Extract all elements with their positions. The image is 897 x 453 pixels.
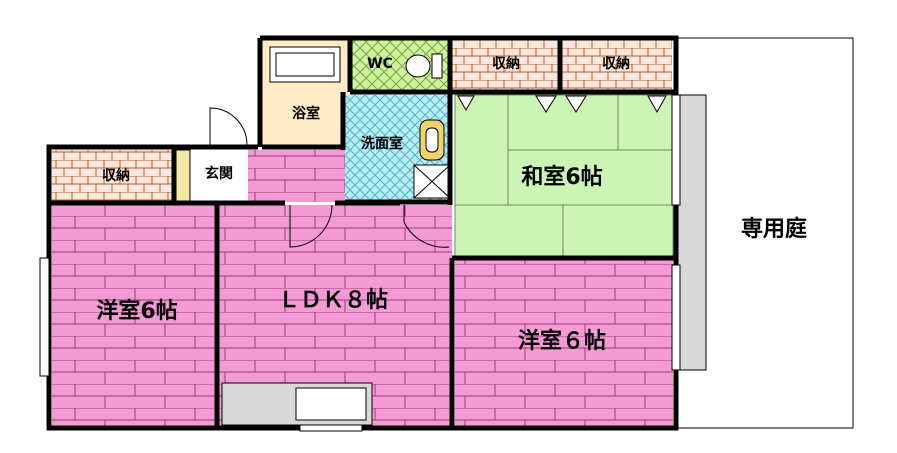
sliding-door-markers (457, 95, 667, 114)
yoshitsu-west-floor (52, 205, 215, 427)
wc-label: WC (367, 56, 393, 72)
ldk-label: ＬＤＫ８帖 (278, 288, 388, 313)
storage-west-label: 収納 (102, 167, 130, 184)
yoshitsu-west-label: 洋室6帖 (96, 298, 177, 324)
storage-top-right (562, 40, 672, 92)
yoshitsu-south-label: 洋室６帖 (518, 328, 606, 354)
kitchen-sink (295, 387, 367, 421)
storage-top-left-label: 収納 (492, 55, 520, 72)
storage-west (52, 150, 172, 202)
washitsu-label: 和室6帖 (521, 164, 602, 190)
bath-label: 浴室 (292, 105, 320, 122)
hall-floor (248, 150, 345, 202)
garden-area (677, 37, 854, 429)
door-swings (209, 107, 450, 248)
storage-top-right-label: 収納 (602, 55, 630, 72)
garden-label: 専用庭 (741, 216, 807, 242)
windows (39, 94, 681, 432)
entrance-label: 玄関 (205, 165, 233, 182)
washroom-label: 洗面室 (361, 135, 403, 152)
storage-top-left (452, 40, 560, 92)
yoshitsu-south-floor (455, 260, 673, 427)
washitsu-floor (454, 94, 674, 258)
toilet (405, 54, 431, 78)
balcony-strip (677, 94, 707, 371)
bathtub (269, 46, 341, 83)
